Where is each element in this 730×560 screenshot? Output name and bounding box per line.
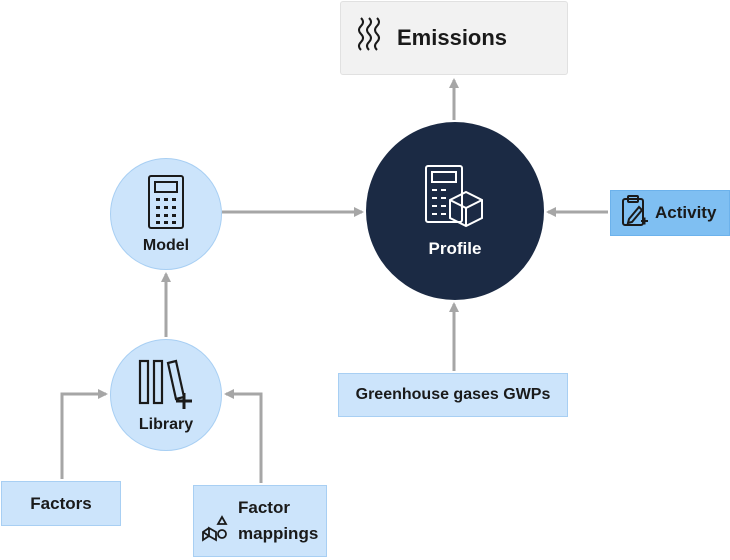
model-node: Model: [110, 158, 222, 270]
arrow-factors-to-library: [60, 389, 108, 479]
books-plus-icon: [136, 357, 196, 416]
emissions-node: Emissions: [340, 1, 568, 75]
calculator-cube-icon: [422, 164, 488, 235]
library-node: Library: [110, 339, 222, 451]
activity-label: Activity: [655, 203, 717, 222]
factors-node: Factors: [1, 481, 121, 526]
factor-mappings-line2: mappings: [238, 524, 319, 543]
arrow-mappings-to-library: [224, 389, 263, 483]
ghg-gwps-node: Greenhouse gases GWPs: [338, 373, 568, 417]
calculator-icon: [146, 174, 186, 235]
factors-label: Factors: [30, 493, 92, 513]
profile-label: Profile: [428, 238, 482, 258]
library-label: Library: [138, 415, 194, 433]
shapes-icon: [202, 514, 230, 550]
factor-mappings-label: Factor mappings: [238, 495, 318, 547]
profile-node: Profile: [366, 122, 544, 300]
factor-mappings-node: Factor mappings: [193, 485, 327, 557]
factor-mappings-line1: Factor: [238, 498, 290, 517]
activity-node: Activity: [610, 190, 730, 236]
heat-waves-icon: [357, 16, 383, 60]
clipboard-edit-icon: [621, 194, 649, 233]
model-label: Model: [142, 236, 190, 254]
emissions-label: Emissions: [397, 25, 508, 50]
ghg-label: Greenhouse gases GWPs: [355, 386, 551, 403]
